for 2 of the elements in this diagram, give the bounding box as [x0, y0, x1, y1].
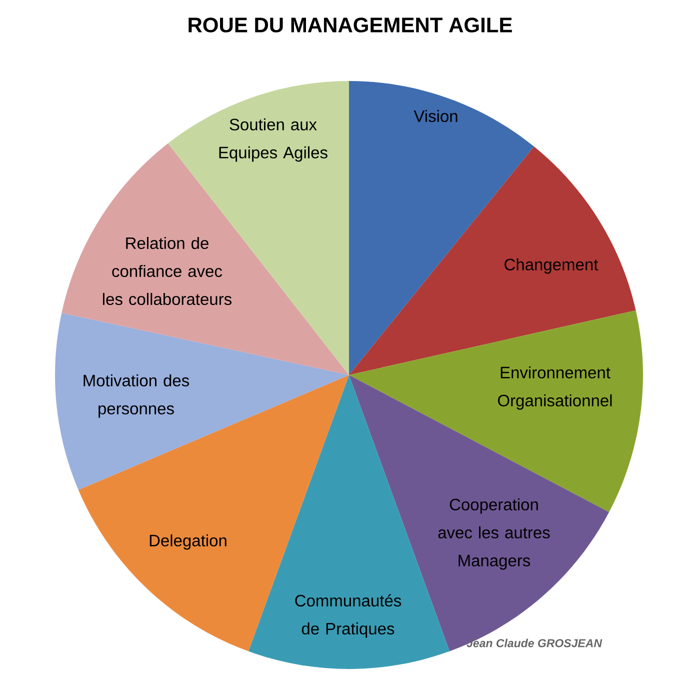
pie-slice: Motivation des personnes [55, 312, 349, 490]
title: ROUE DU MANAGEMENT AGILE [188, 18, 512, 32]
